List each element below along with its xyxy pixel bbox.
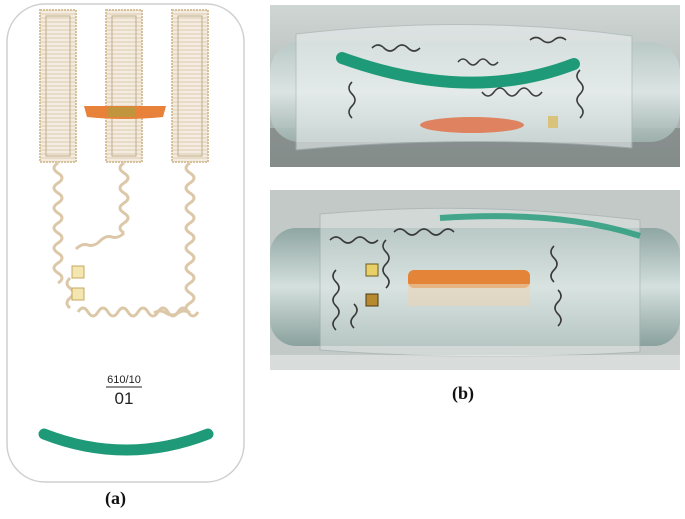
chip-lower [71,287,85,301]
green-edge [439,213,641,239]
electrode-left [39,9,77,163]
electrode-columns [39,9,209,163]
chip-upper [71,265,85,279]
caption-a: (a) [105,488,126,508]
serpentine-top [348,36,584,119]
orange-pad-bottom [408,270,530,288]
electrode-center [105,9,143,163]
green-arc [38,428,214,456]
serpentine-traces [52,161,200,318]
panel-a-schematic: 610/10 01 [6,3,245,483]
label-bottom: 01 [115,389,134,408]
photo-top [270,5,680,167]
label-top: 610/10 [107,374,141,386]
serpentine-bottom [329,228,562,331]
electrode-right [171,9,209,163]
orange-pad [420,117,524,133]
chip-bottom-1 [365,263,379,277]
chip-bottom-2 [365,293,379,307]
green-band [336,52,580,89]
caption-b: (b) [452,383,474,403]
photo-bottom [270,190,680,370]
